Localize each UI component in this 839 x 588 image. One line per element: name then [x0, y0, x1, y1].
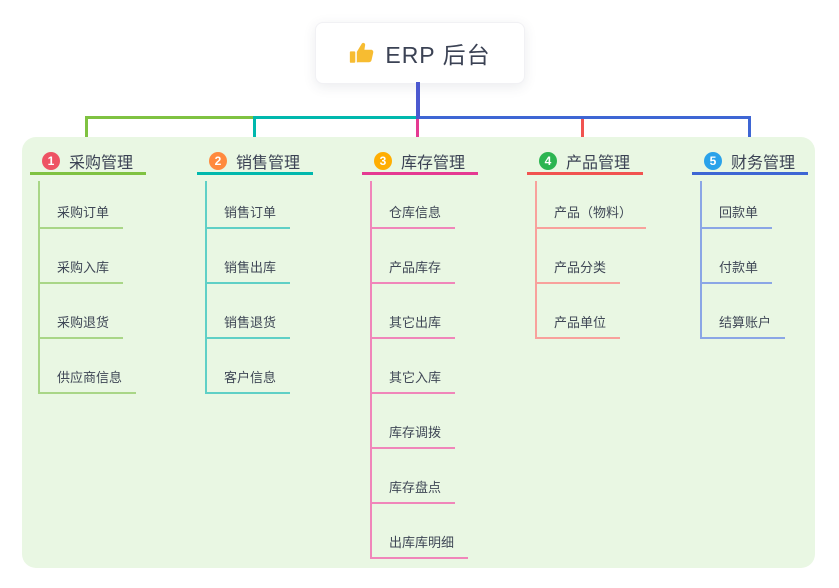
branch-label: 库存管理 [401, 154, 466, 172]
child-row: 仓库信息 [370, 181, 468, 229]
connector-drop-branch1 [85, 116, 88, 147]
child-row: 回款单 [700, 181, 785, 229]
connector-drop-branch3 [416, 119, 419, 147]
child-node[interactable]: 销售退货 [205, 312, 291, 339]
child-node[interactable]: 产品分类 [535, 257, 621, 284]
child-row: 销售出库 [205, 229, 291, 284]
branch-children-2: 销售订单 销售出库 销售退货 客户信息 [205, 181, 291, 394]
branch-children-1: 采购订单 采购入库 采购退货 供应商信息 [38, 181, 137, 394]
connector-horizontal-branch5 [418, 116, 751, 119]
child-row: 采购退货 [38, 284, 136, 339]
child-node[interactable]: 库存盘点 [370, 477, 456, 504]
child-node[interactable]: 产品（物料） [535, 202, 647, 229]
branch-number-badge: 5 [704, 151, 722, 170]
child-row: 出库库明细 [370, 504, 469, 559]
child-row: 库存盘点 [370, 449, 468, 504]
connector-drop-branch4 [581, 119, 584, 147]
child-node[interactable]: 采购退货 [38, 312, 124, 339]
child-row: 付款单 [700, 229, 785, 284]
branch-number-badge: 2 [209, 151, 227, 170]
branch-number-badge: 1 [42, 151, 60, 170]
mindmap-group-panel: 1 采购管理 采购订单 采购入库 采购退货 供应商信息 2 销售管理 销售订单 [22, 137, 815, 568]
child-node[interactable]: 销售出库 [205, 257, 291, 284]
branch-node-3[interactable]: 3 库存管理 [362, 149, 478, 175]
child-row: 销售退货 [205, 284, 291, 339]
child-node[interactable]: 付款单 [700, 257, 773, 284]
thumbs-up-icon [350, 42, 374, 63]
branch-node-4[interactable]: 4 产品管理 [527, 149, 643, 175]
child-row: 产品库存 [370, 229, 468, 284]
child-row: 供应商信息 [38, 339, 137, 394]
child-row: 采购入库 [38, 229, 136, 284]
child-row: 客户信息 [205, 339, 291, 394]
branch-children-4: 产品（物料） 产品分类 产品单位 [535, 181, 647, 339]
child-row: 产品分类 [535, 229, 646, 284]
child-node[interactable]: 客户信息 [205, 367, 291, 394]
child-row: 产品单位 [535, 284, 646, 339]
child-row: 结算账户 [700, 284, 786, 339]
child-node[interactable]: 出库库明细 [370, 532, 469, 559]
child-node[interactable]: 仓库信息 [370, 202, 456, 229]
branch-node-1[interactable]: 1 采购管理 [30, 149, 146, 175]
child-node[interactable]: 其它入库 [370, 367, 456, 394]
child-node[interactable]: 回款单 [700, 202, 773, 229]
branch-label: 产品管理 [566, 154, 631, 172]
child-node[interactable]: 供应商信息 [38, 367, 137, 394]
branch-number-badge: 4 [539, 151, 557, 170]
root-node-erp[interactable]: ERP 后台 [315, 22, 525, 84]
branch-node-2[interactable]: 2 销售管理 [197, 149, 313, 175]
branch-number-badge: 3 [374, 151, 392, 170]
connector-drop-branch5 [748, 116, 751, 147]
branch-node-5[interactable]: 5 财务管理 [692, 149, 808, 175]
child-node[interactable]: 采购入库 [38, 257, 124, 284]
child-row: 其它入库 [370, 339, 468, 394]
child-node[interactable]: 采购订单 [38, 202, 124, 229]
child-row: 其它出库 [370, 284, 468, 339]
connector-horizontal-branch1 [85, 116, 418, 119]
child-node[interactable]: 库存调拨 [370, 422, 456, 449]
root-node-label: ERP 后台 [385, 42, 491, 68]
branch-children-5: 回款单 付款单 结算账户 [700, 181, 786, 339]
child-node[interactable]: 其它出库 [370, 312, 456, 339]
connector-drop-branch2 [253, 116, 256, 147]
child-row: 库存调拨 [370, 394, 468, 449]
branch-children-3: 仓库信息 产品库存 其它出库 其它入库 库存调拨 库存盘点 出库库明细 [370, 181, 469, 559]
child-row: 销售订单 [205, 181, 291, 229]
child-node[interactable]: 产品库存 [370, 257, 456, 284]
child-row: 产品（物料） [535, 181, 647, 229]
connector-trunk [416, 82, 420, 119]
child-node[interactable]: 产品单位 [535, 312, 621, 339]
child-node[interactable]: 结算账户 [700, 312, 786, 339]
child-row: 采购订单 [38, 181, 136, 229]
connector-horizontal-branch2 [253, 116, 418, 119]
child-node[interactable]: 销售订单 [205, 202, 291, 229]
branch-label: 财务管理 [731, 154, 796, 172]
branch-label: 销售管理 [236, 154, 301, 172]
branch-label: 采购管理 [69, 154, 134, 172]
